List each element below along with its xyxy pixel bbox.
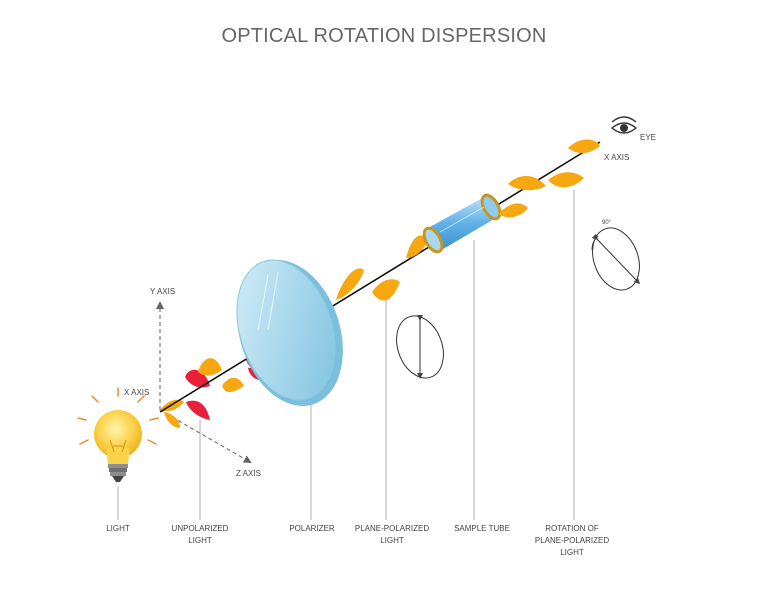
x-axis-label-left: X AXIS: [124, 388, 149, 397]
plane-polarization-indicator: [396, 315, 444, 379]
label-polarizer: POLARIZER: [289, 524, 335, 533]
x-axis-label-right: X AXIS: [604, 153, 629, 162]
eye-label: EYE: [640, 133, 656, 142]
sample-tube: [422, 193, 502, 254]
label-sample-tube: SAMPLE TUBE: [454, 524, 510, 533]
component-labels: LIGHT UNPOLARIZED LIGHT POLARIZER PLANE-…: [106, 524, 609, 557]
light-bulb-icon: [77, 387, 159, 482]
rotation-indicator: 90°: [591, 220, 641, 291]
eye-icon: EYE X AXIS: [604, 116, 656, 162]
label-rotation-line1: ROTATION OF: [545, 524, 599, 533]
angle-label: 90°: [602, 220, 612, 226]
label-unpolarized-line2: LIGHT: [188, 536, 212, 545]
z-axis-label: Z AXIS: [236, 469, 261, 478]
plane-polarized-wave: [336, 235, 428, 301]
leader-lines: [117, 190, 575, 520]
label-rotation-line3: LIGHT: [560, 548, 584, 557]
label-light: LIGHT: [106, 524, 130, 533]
polarizer-disc: [236, 259, 343, 406]
y-axis-label: Y AXIS: [150, 287, 175, 296]
label-plane-polarized-line2: LIGHT: [380, 536, 404, 545]
rotated-wave: [498, 139, 600, 218]
label-plane-polarized-line1: PLANE-POLARIZED: [355, 524, 429, 533]
label-rotation-line2: PLANE-POLARIZED: [535, 536, 609, 545]
label-unpolarized-line1: UNPOLARIZED: [172, 524, 229, 533]
page-title: OPTICAL ROTATION DISPERSION: [221, 25, 546, 47]
